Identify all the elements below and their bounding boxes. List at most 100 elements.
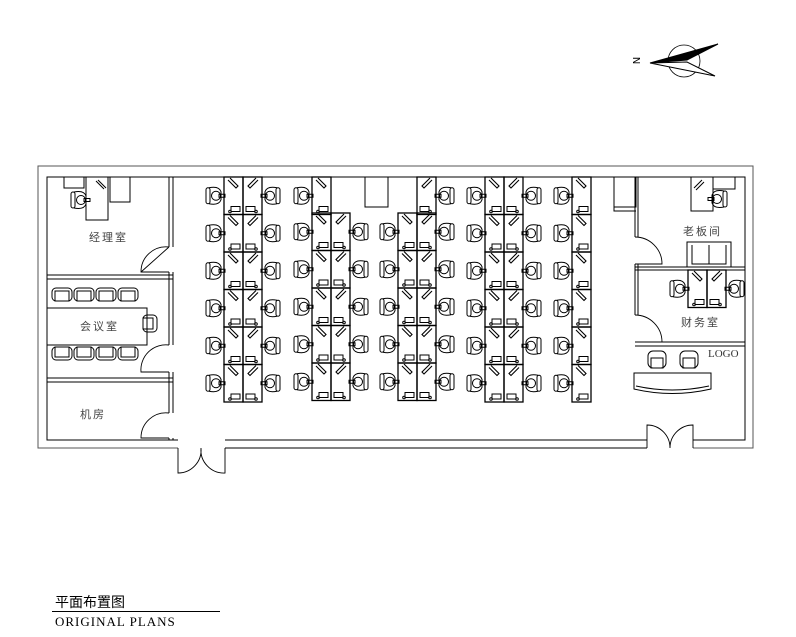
armchair-icon [679,350,699,369]
office-chair-icon [434,222,455,241]
workstation [553,176,592,216]
room-label-finance: 财务室 [681,316,720,329]
armchair-icon [73,346,95,361]
workstation [553,251,592,291]
office-chair-icon [260,336,281,355]
office-chair-icon [260,186,281,205]
workstation [416,212,455,252]
office-chair-icon [379,297,400,316]
office-chair-icon [293,335,314,354]
office-chair-icon [466,224,487,243]
cabinet [613,176,637,208]
office-chair-icon [521,374,542,393]
office-chair-icon [205,374,226,393]
office-chair-icon [348,222,369,241]
manager-office-furniture [63,176,131,221]
office-chair-icon [669,279,690,298]
compass-label: N [632,54,644,65]
workstation [205,176,244,216]
office-chair-icon [434,372,455,391]
workstation [205,288,244,328]
workstation [330,287,369,327]
workstation [466,213,505,253]
workstation [553,363,592,403]
armchair-icon [95,346,117,361]
armchair-icon [73,287,95,302]
office-chair-icon [553,186,574,205]
workstation [205,251,244,291]
armchair-icon [117,287,139,302]
office-chair-icon [434,335,455,354]
office-chair-icon [205,186,226,205]
workstation [416,362,455,402]
workstation [503,176,542,216]
north-arrow-icon [649,43,719,78]
workstation [379,324,418,364]
office-chair-icon [521,299,542,318]
workstation [379,212,418,252]
plan-title-cn: 平面布置图 [55,595,125,611]
workstation [293,324,332,364]
office-chair-icon [434,297,455,316]
workstation [503,326,542,366]
room-label-meeting: 会议室 [80,320,119,333]
office-chair-icon [553,336,574,355]
sofa-icon [686,241,732,268]
workstation [503,251,542,291]
armchair-icon [647,350,667,369]
room-label-boss: 老板间 [683,225,722,238]
workstation [379,249,418,289]
workstation [503,363,542,403]
workstation [416,176,455,216]
office-chair-icon [293,260,314,279]
workstation [205,363,244,403]
office-chair-icon [466,374,487,393]
office-chair-icon [260,299,281,318]
office-chair-icon [553,224,574,243]
office-chair-icon [553,261,574,280]
office-chair-icon [521,336,542,355]
reception-desk [633,372,712,394]
workstation [330,212,369,252]
workstation [466,251,505,291]
office-chair-icon [205,336,226,355]
pillar [364,176,389,208]
boss-office-furniture [686,176,736,268]
office-chair-icon [466,261,487,280]
office-chair-icon [521,261,542,280]
office-chair-icon [466,186,487,205]
plan-title-en: ORIGINAL PLANS [55,614,176,629]
office-chair-icon [379,372,400,391]
office-chair-icon [260,374,281,393]
office-chair-icon [348,372,369,391]
office-chair-icon [70,191,91,209]
office-chair-icon [553,299,574,318]
workstation [293,362,332,402]
workstation [669,269,708,309]
workstation [242,288,281,328]
workstation [242,213,281,253]
office-chair-icon [521,224,542,243]
office-chair-icon [205,261,226,280]
workstation [553,288,592,328]
workstation [379,362,418,402]
workstation [466,176,505,216]
workstation [205,326,244,366]
workstation [706,269,745,309]
workstation [205,213,244,253]
office-chair-icon [521,186,542,205]
office-chair-icon [434,260,455,279]
title-underline [52,611,220,612]
office-chair-icon [466,336,487,355]
office-chair-icon [379,222,400,241]
workstation [330,362,369,402]
office-chair-icon [205,299,226,318]
workstation [503,288,542,328]
workstation [293,249,332,289]
meeting-room-furniture [46,287,158,361]
office-chair-icon [348,297,369,316]
armchair-icon [95,287,117,302]
workstation [416,249,455,289]
workstation-area [205,176,592,403]
